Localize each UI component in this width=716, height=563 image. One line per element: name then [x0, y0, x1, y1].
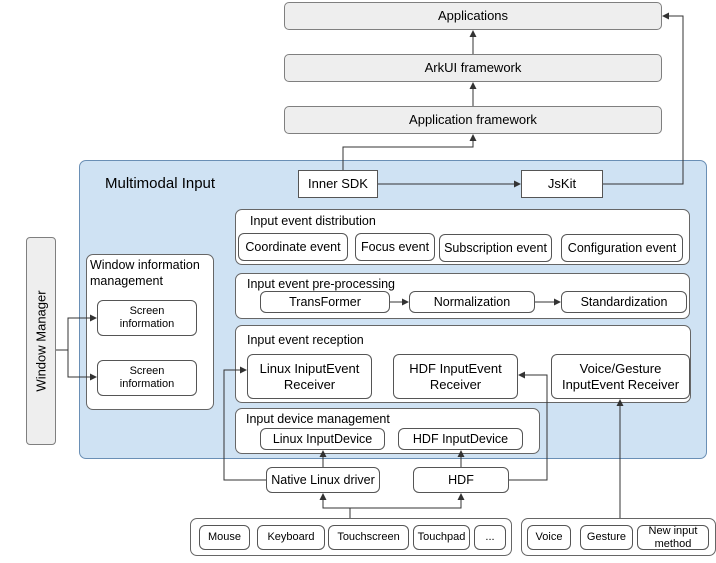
standardization-box: Standardization [561, 291, 687, 313]
arrow-native-to-linux-receiver [223, 366, 266, 481]
arrow-jskit-to-applications [603, 12, 684, 185]
touchpad-box: Touchpad [413, 525, 470, 550]
reception-title: Input event reception [247, 333, 364, 347]
configuration-event-box: Configuration event [561, 234, 683, 262]
subscription-event-box: Subscription event [439, 234, 552, 262]
mouse-box: Mouse [199, 525, 250, 550]
device-management-title: Input device management [246, 412, 390, 426]
voice-box: Voice [527, 525, 571, 550]
arkui-framework-box: ArkUI framework [284, 54, 662, 82]
hdf-inputevent-receiver-box: HDF InputEvent Receiver [393, 354, 518, 399]
keyboard-box: Keyboard [257, 525, 325, 550]
multimodal-input-title: Multimodal Input [105, 175, 216, 192]
coordinate-event-box: Coordinate event [238, 233, 348, 261]
linux-inputevent-receiver-box: Linux IniputEvent Receiver [247, 354, 372, 399]
window-info-title: Window information management [90, 258, 200, 288]
hdf-inputdevice-box: HDF InputDevice [398, 428, 523, 450]
arrow-wm-to-screen-1 [56, 314, 97, 351]
transformer-box: TransFormer [260, 291, 390, 313]
voice-gesture-receiver-box: Voice/Gesture InputEvent Receiver [551, 354, 690, 399]
hdf-driver-box: HDF [413, 467, 509, 493]
linux-inputdevice-box: Linux InputDevice [260, 428, 385, 450]
arrow-devices-to-native [319, 493, 351, 518]
native-linux-driver-box: Native Linux driver [266, 467, 380, 493]
gesture-box: Gesture [580, 525, 633, 550]
screen-info-box-1: Screen information [97, 300, 197, 336]
touchscreen-box: Touchscreen [328, 525, 409, 550]
arrow-innersdk-to-appfw [342, 134, 477, 170]
arrow-hdf-to-hdf-receiver [509, 371, 548, 481]
arrow-devices-to-hdf [350, 493, 465, 509]
more-devices-box: ... [474, 525, 506, 550]
normalization-box: Normalization [409, 291, 535, 313]
distribution-title: Input event distribution [250, 214, 376, 228]
screen-info-box-2: Screen information [97, 360, 197, 396]
preprocessing-title: Input event pre-processing [247, 277, 396, 291]
jskit-box: JsKit [521, 170, 603, 198]
application-framework-box: Application framework [284, 106, 662, 134]
window-manager-box: Window Manager [26, 237, 56, 445]
inner-sdk-box: Inner SDK [298, 170, 378, 198]
applications-box: Applications [284, 2, 662, 30]
focus-event-box: Focus event [355, 233, 435, 261]
new-input-method-box: New input method [637, 525, 709, 550]
arrow-wm-to-screen-2 [67, 350, 97, 381]
